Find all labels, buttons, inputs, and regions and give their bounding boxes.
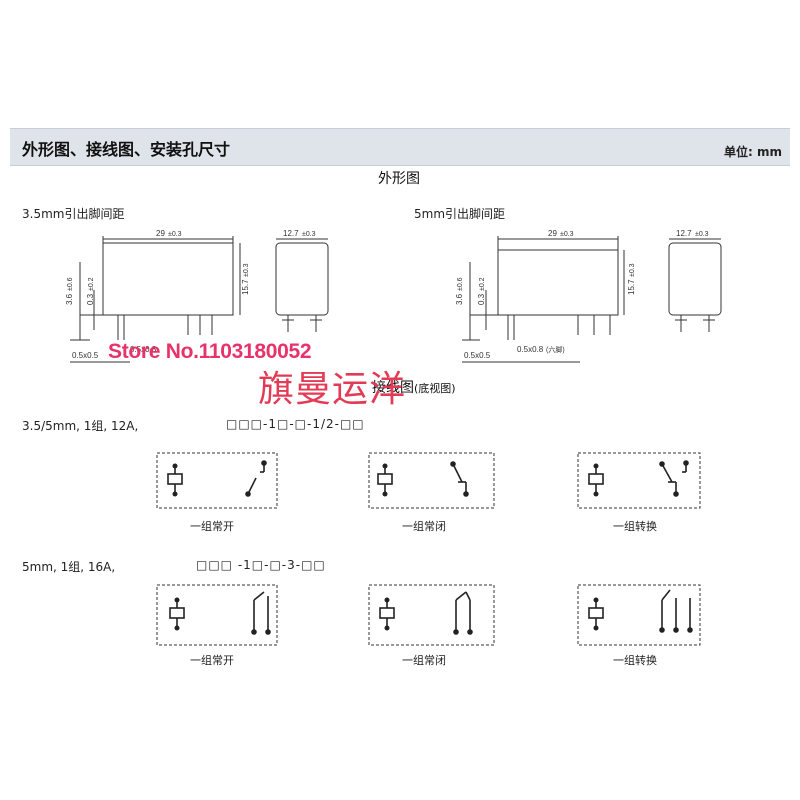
left-dim-width: 12.7: [283, 229, 299, 238]
right-side-view: [668, 238, 722, 332]
right-dim-offset: 0.3: [477, 293, 486, 305]
g2-caption-co: 一组转换: [613, 654, 657, 667]
unit-label: 单位: mm: [724, 145, 782, 159]
left-front-view: [70, 236, 241, 363]
right-pin-note: (六脚): [546, 345, 565, 354]
g1-nc-frame: [368, 452, 495, 509]
left-dim-pin-tol: ±0.6: [67, 277, 74, 291]
left-pin-section-b: 0.5x0.8: [130, 345, 157, 354]
right-dim-width-tol: ±0.3: [695, 231, 709, 238]
right-spacing-label: 5mm引出脚间距: [414, 207, 506, 221]
wiring-title-note: (底视图): [414, 382, 456, 395]
right-dim-pin-tol: ±0.6: [457, 277, 464, 291]
group2-spec: 5mm, 1组, 16A,: [22, 560, 116, 574]
right-dim-height-tol: ±0.3: [629, 263, 636, 277]
right-dim-width: 12.7: [676, 229, 692, 238]
g2-caption-nc: 一组常闭: [402, 654, 446, 667]
g2-no-frame: [156, 584, 278, 646]
watermark-store-number: Store No.1103180052: [108, 340, 312, 363]
right-dim-height: 15.7: [627, 279, 636, 295]
right-dim-length-tol: ±0.3: [560, 231, 574, 238]
right-dim-pin: 3.6: [455, 293, 464, 305]
watermark-shop-name: 旗曼运洋: [258, 369, 407, 410]
wiring-title: 接线图(底视图): [372, 377, 456, 397]
left-dim-height: 15.7: [241, 279, 250, 295]
right-front-view: [462, 236, 625, 363]
g1-co-frame: [577, 452, 701, 509]
left-dim-height-tol: ±0.3: [243, 263, 250, 277]
left-dim-pin: 3.6: [65, 293, 74, 305]
outline-title: 外形图: [378, 171, 420, 187]
right-pin-section-b: 0.5x0.8: [517, 345, 544, 354]
left-pin-section: 0.5x0.5: [72, 351, 99, 360]
g1-no-frame: [156, 452, 278, 509]
left-dim-width-tol: ±0.3: [302, 231, 316, 238]
group2-code: □□□ -1□-□-3-□□: [196, 558, 326, 572]
g2-caption-no: 一组常开: [190, 654, 234, 667]
wiring-title-text: 接线图: [372, 380, 414, 396]
left-dim-length: 29: [156, 229, 165, 238]
g1-caption-co: 一组转换: [613, 520, 657, 533]
g1-caption-nc: 一组常闭: [402, 520, 446, 533]
section-header-title: 外形图、接线图、安装孔尺寸: [22, 140, 231, 159]
left-dim-length-tol: ±0.3: [168, 231, 182, 238]
left-spacing-label: 3.5mm引出脚间距: [22, 207, 125, 221]
left-dim-offset-tol: ±0.2: [88, 277, 95, 291]
right-pin-section: 0.5x0.5: [464, 351, 491, 360]
g1-caption-no: 一组常开: [190, 520, 234, 533]
left-side-view: [275, 238, 329, 332]
group1-code: □□□-1□-□-1/2-□□: [226, 417, 365, 431]
group1-spec: 3.5/5mm, 1组, 12A,: [22, 419, 139, 433]
left-dim-offset: 0.3: [86, 293, 95, 305]
right-dim-length: 29: [548, 229, 557, 238]
right-dim-offset-tol: ±0.2: [479, 277, 486, 291]
section-header-bar: [10, 128, 790, 166]
g2-nc-frame: [368, 584, 495, 646]
g2-co-frame: [577, 584, 701, 646]
